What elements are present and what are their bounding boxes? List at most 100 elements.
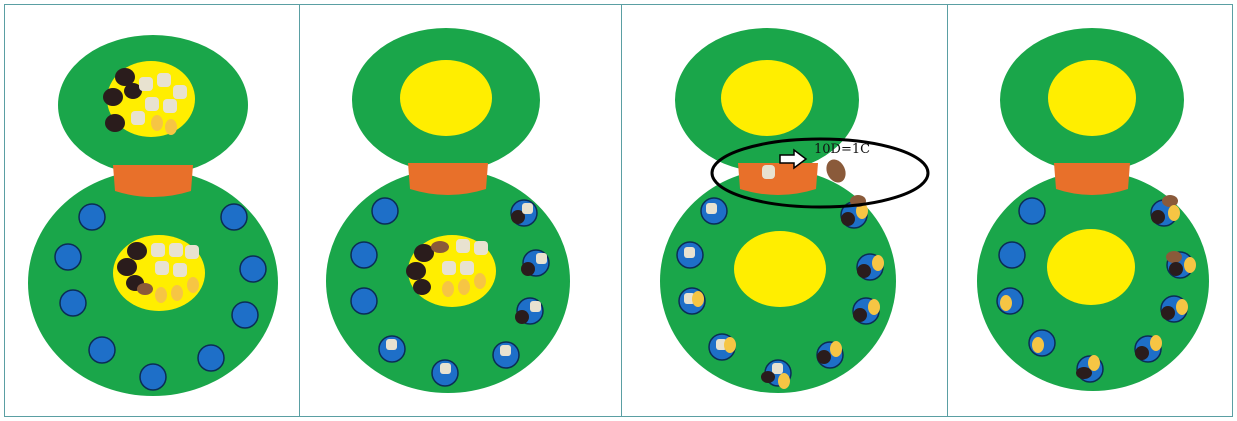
corn-seed xyxy=(778,373,790,389)
pocket xyxy=(372,198,398,224)
corn-seed xyxy=(1150,335,1162,351)
corn-seed xyxy=(872,255,884,271)
corn-seed xyxy=(830,341,842,357)
cream-seed xyxy=(460,261,474,275)
corn-seed xyxy=(1032,337,1044,353)
corn-seed xyxy=(724,337,736,353)
cream-seed xyxy=(772,363,783,374)
corn-seed xyxy=(1000,295,1012,311)
cream-seed xyxy=(386,339,397,350)
corn-seed xyxy=(165,119,177,135)
pocket xyxy=(198,345,224,371)
dark-seed xyxy=(414,244,434,262)
pocket xyxy=(240,256,266,282)
cream-seed xyxy=(522,203,533,214)
cream-seed xyxy=(530,301,541,312)
panel-4-diagram xyxy=(948,5,1232,416)
cream-seed xyxy=(163,99,177,113)
cream-seed xyxy=(155,261,169,275)
corn-seed xyxy=(474,273,486,289)
dark-seed xyxy=(853,308,867,322)
corn-seed xyxy=(155,287,167,303)
cream-seed xyxy=(456,239,470,253)
cream-seed xyxy=(185,245,199,259)
dark-seed xyxy=(1076,367,1092,379)
cream-seed xyxy=(173,85,187,99)
cream-seed xyxy=(440,363,451,374)
dark-seed xyxy=(1135,346,1149,360)
corn-seed xyxy=(1168,205,1180,221)
corn-seed xyxy=(868,299,880,315)
gate xyxy=(738,163,818,195)
upper-yolk xyxy=(400,60,492,136)
gate xyxy=(408,163,488,195)
dark-seed xyxy=(761,371,775,383)
cream-seed xyxy=(536,253,547,264)
pocket xyxy=(55,244,81,270)
cream-seed xyxy=(157,73,171,87)
dark-seed xyxy=(413,279,431,295)
lower-yolk xyxy=(734,231,826,307)
corn-seed xyxy=(1176,299,1188,315)
dark-seed xyxy=(515,310,529,324)
dark-seed xyxy=(117,258,137,276)
cream-seed xyxy=(139,77,153,91)
dark-seed xyxy=(1161,306,1175,320)
pocket xyxy=(999,242,1025,268)
corn-seed xyxy=(1184,257,1196,273)
pocket xyxy=(60,290,86,316)
cream-seed xyxy=(762,165,775,179)
corn-seed xyxy=(692,291,704,307)
brown-seed xyxy=(431,241,449,253)
pocket xyxy=(140,364,166,390)
gate xyxy=(113,165,193,197)
corn-seed xyxy=(171,285,183,301)
pocket xyxy=(221,204,247,230)
pocket xyxy=(351,242,377,268)
gate xyxy=(1054,163,1130,195)
figure: 10D=1C xyxy=(4,4,1233,417)
cream-seed xyxy=(684,247,695,258)
cream-seed xyxy=(442,261,456,275)
pocket xyxy=(1019,198,1045,224)
cream-seed xyxy=(151,243,165,257)
corn-seed xyxy=(187,277,199,293)
brown-seed xyxy=(137,283,153,295)
panel-2-diagram xyxy=(300,5,621,416)
upper-yolk xyxy=(1048,60,1136,136)
cream-seed xyxy=(173,263,187,277)
dark-seed xyxy=(103,88,123,106)
dark-seed xyxy=(1151,210,1165,224)
cream-seed xyxy=(131,111,145,125)
corn-seed xyxy=(458,279,470,295)
dark-seed xyxy=(127,242,147,260)
panel-3-diagram: 10D=1C xyxy=(622,5,947,416)
panel-1-diagram xyxy=(5,5,299,416)
exchange-label: 10D=1C xyxy=(814,142,870,157)
pocket xyxy=(351,288,377,314)
brown-seed xyxy=(1166,251,1182,263)
cream-seed xyxy=(169,243,183,257)
cream-seed xyxy=(706,203,717,214)
pocket xyxy=(89,337,115,363)
panel-4 xyxy=(948,4,1233,417)
lower-yolk xyxy=(1047,229,1135,305)
pocket xyxy=(79,204,105,230)
panel-2 xyxy=(300,4,622,417)
dark-seed xyxy=(1169,262,1183,276)
dark-seed xyxy=(841,212,855,226)
dark-seed xyxy=(857,264,871,278)
dark-seed xyxy=(521,262,535,276)
corn-seed xyxy=(1088,355,1100,371)
dark-seed xyxy=(817,350,831,364)
corn-seed xyxy=(442,281,454,297)
panel-3: 10D=1C xyxy=(622,4,948,417)
panel-1 xyxy=(4,4,300,417)
pocket xyxy=(232,302,258,328)
cream-seed xyxy=(474,241,488,255)
corn-seed xyxy=(151,115,163,131)
dark-seed xyxy=(105,114,125,132)
cream-seed xyxy=(500,345,511,356)
dark-seed xyxy=(406,262,426,280)
cream-seed xyxy=(145,97,159,111)
